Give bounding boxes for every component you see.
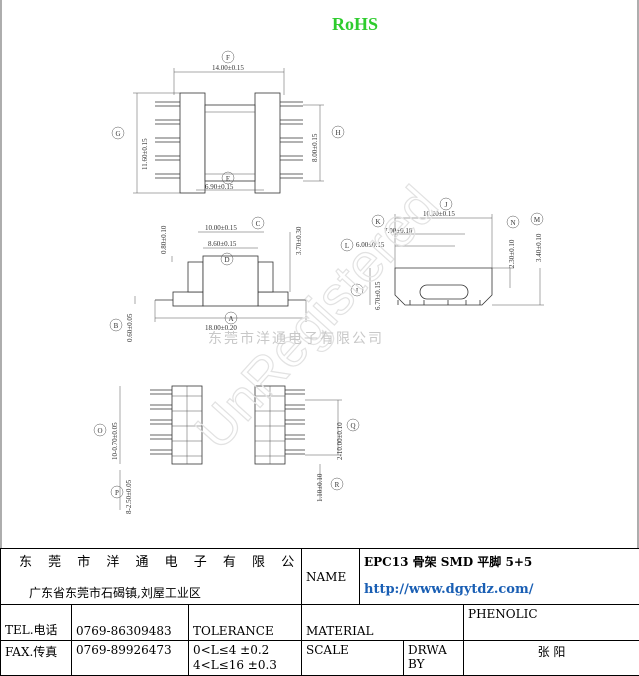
dim-P: 8-2.50±0.05 bbox=[125, 479, 133, 514]
tag-Q: Q bbox=[350, 422, 355, 430]
material-value: PHENOLIC bbox=[464, 605, 639, 641]
drawn-by-value: 张 阳 bbox=[464, 641, 639, 676]
scale-label: SCALE bbox=[302, 641, 404, 676]
tag-H: H bbox=[335, 129, 340, 137]
company-url[interactable]: http://www.dgytdz.com/ bbox=[364, 582, 635, 597]
dim-B: 0.60±0.05 bbox=[126, 313, 134, 342]
material-label: MATERIAL bbox=[302, 605, 464, 641]
tel-value: 0769-86309483 bbox=[72, 605, 189, 641]
dim-M: 3.40±0.10 bbox=[535, 233, 543, 262]
tag-C: C bbox=[256, 220, 261, 228]
title-block: 东 莞 市 洋 通 电 子 有 限 公 司 广东省东莞市石碣镇,刘屋工业区 NA… bbox=[0, 548, 639, 670]
tag-F: F bbox=[226, 54, 230, 62]
tolerance-label: TOLERANCE bbox=[189, 605, 302, 641]
dim-C: 10.00±0.15 bbox=[205, 224, 237, 232]
tag-P: P bbox=[115, 489, 119, 497]
dim-N: 2.30±0.10 bbox=[508, 239, 516, 268]
tag-R: R bbox=[335, 481, 340, 489]
dim-Q: 2-10.00±0.10 bbox=[336, 422, 344, 460]
tag-E: E bbox=[226, 175, 230, 183]
tag-J: J bbox=[445, 201, 448, 209]
top-view: 14.00±0.15 F 11.60±0.15 G 8.00±0.15 H 6.… bbox=[112, 51, 344, 193]
tag-D: D bbox=[224, 256, 229, 264]
technical-drawing: 14.00±0.15 F 11.60±0.15 G 8.00±0.15 H 6.… bbox=[0, 0, 639, 548]
tolerance-range-1: 0<L≤4 ±0.2 bbox=[193, 643, 297, 658]
fax-value: 0769-89926473 bbox=[72, 641, 189, 676]
dim-front-right: 3.70±0.30 bbox=[295, 226, 303, 255]
product-name: EPC13 骨架 SMD 平脚 5+5 bbox=[364, 553, 635, 570]
dim-O: 10-0.70±0.05 bbox=[111, 422, 119, 460]
tolerance-range-2: 4<L≤16 ±0.3 bbox=[193, 658, 297, 673]
company-watermark: 东莞市洋通电子有限公司 bbox=[208, 328, 384, 348]
dim-G: 11.60±0.15 bbox=[141, 138, 149, 170]
dim-F: 14.00±0.15 bbox=[212, 64, 244, 72]
tag-B: B bbox=[114, 322, 119, 330]
name-label: NAME bbox=[302, 549, 360, 605]
dim-H: 8.00±0.15 bbox=[311, 133, 319, 162]
tag-O: O bbox=[97, 427, 102, 435]
tag-M: M bbox=[534, 216, 541, 224]
dim-E: 6.90±0.15 bbox=[205, 183, 234, 191]
tag-N: N bbox=[510, 219, 515, 227]
company-address: 广东省东莞市石碣镇,刘屋工业区 bbox=[5, 584, 297, 601]
tel-label: TEL.电话 bbox=[1, 605, 72, 641]
dim-R: 1.10±0.10 bbox=[316, 473, 324, 502]
dim-D: 8.60±0.15 bbox=[208, 240, 237, 248]
drawn-by-label: DRWA BY bbox=[404, 641, 464, 676]
tag-G: G bbox=[115, 130, 120, 138]
dim-front-left: 0.80±0.10 bbox=[160, 225, 168, 254]
company-name: 东 莞 市 洋 通 电 子 有 限 公 司 bbox=[5, 551, 297, 570]
tag-A: A bbox=[228, 315, 233, 323]
fax-label: FAX.传真 bbox=[1, 641, 72, 676]
